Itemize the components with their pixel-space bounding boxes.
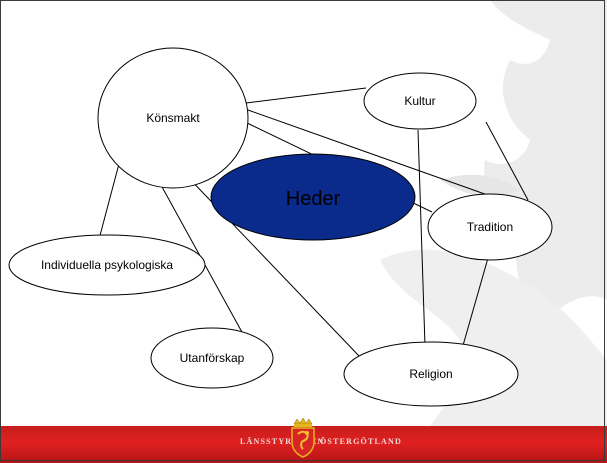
node-label-utanforskap: Utanförskap	[180, 351, 245, 365]
node-kultur: Kultur	[363, 72, 477, 130]
edge-tradition-religion	[461, 257, 489, 350]
node-label-konsmakt: Könsmakt	[146, 111, 200, 125]
edge-kultur-religion	[417, 129, 426, 347]
node-individuella: Individuella psykologiska	[8, 234, 206, 296]
node-konsmakt: Könsmakt	[97, 47, 249, 189]
footer-left-text: LÄNSSTYRELSEN	[240, 437, 325, 446]
node-label-individuella: Individuella psykologiska	[41, 258, 173, 272]
node-label-religion: Religion	[409, 367, 452, 381]
edge-konsmakt-individuella	[97, 159, 121, 244]
node-utanforskap: Utanförskap	[150, 327, 274, 389]
node-label-heder: Heder	[286, 188, 341, 210]
node-heder: Heder	[210, 153, 416, 241]
node-religion: Religion	[343, 341, 519, 407]
footer-right-text: ÖSTERGÖTLAND	[320, 437, 402, 446]
node-label-kultur: Kultur	[404, 94, 435, 108]
node-tradition: Tradition	[427, 193, 553, 261]
node-label-tradition: Tradition	[467, 220, 513, 234]
edge-kultur-tradition	[485, 121, 529, 201]
edge-konsmakt-tradition	[247, 109, 497, 199]
coat-of-arms-logo	[291, 418, 315, 458]
edge-konsmakt-kultur	[245, 87, 367, 104]
